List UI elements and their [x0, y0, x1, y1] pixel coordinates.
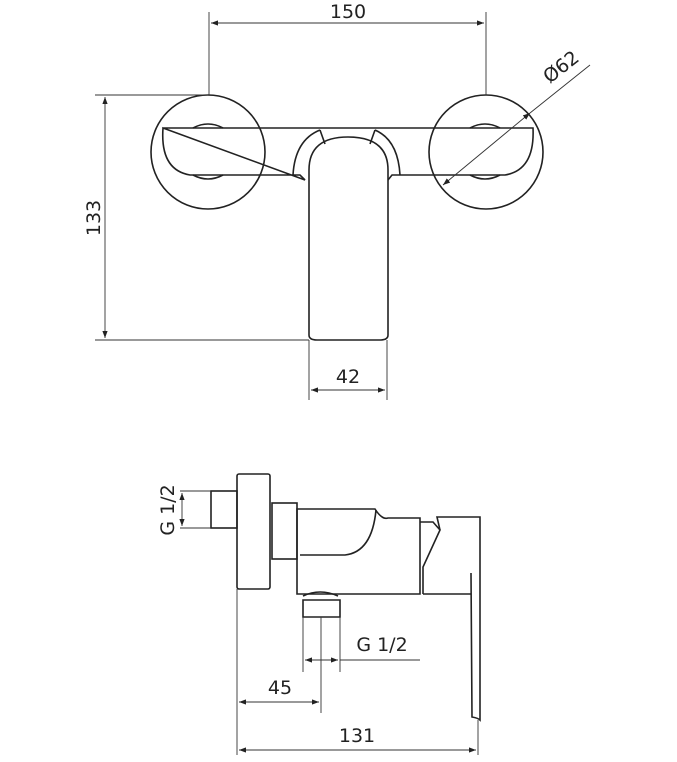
backplate	[236, 473, 271, 590]
dim-offset-label: 45	[268, 677, 292, 699]
right-wall-flange	[428, 94, 544, 210]
eccentric-nut	[271, 502, 298, 560]
left-wall-flange	[150, 94, 266, 210]
top-view: 150 133 42 Ø62	[83, 1, 591, 400]
dim-line-diameter	[529, 64, 591, 114]
connector-nuts	[192, 123, 501, 180]
dim-outlet-label: G 1/2	[356, 634, 407, 656]
dim-diameter-label: Ø62	[539, 47, 583, 88]
side-view: G 1/2 G 1/2 45 131	[157, 473, 481, 755]
dim-inlet-label: G 1/2	[157, 484, 179, 535]
handle-top	[308, 136, 389, 341]
mixer-body	[296, 508, 421, 595]
body-contour	[300, 509, 377, 556]
dim-width-label: 150	[330, 1, 366, 23]
inlet-pipe	[210, 490, 238, 529]
dim-height-label: 133	[83, 200, 105, 236]
outlet-connector	[302, 591, 341, 618]
lever-handle	[423, 516, 481, 722]
collar	[292, 129, 401, 176]
cartridge-cap	[420, 521, 441, 594]
dim-spout-label: 42	[336, 366, 360, 388]
mixer-bar	[161, 126, 534, 181]
dim-depth-label: 131	[339, 725, 375, 747]
